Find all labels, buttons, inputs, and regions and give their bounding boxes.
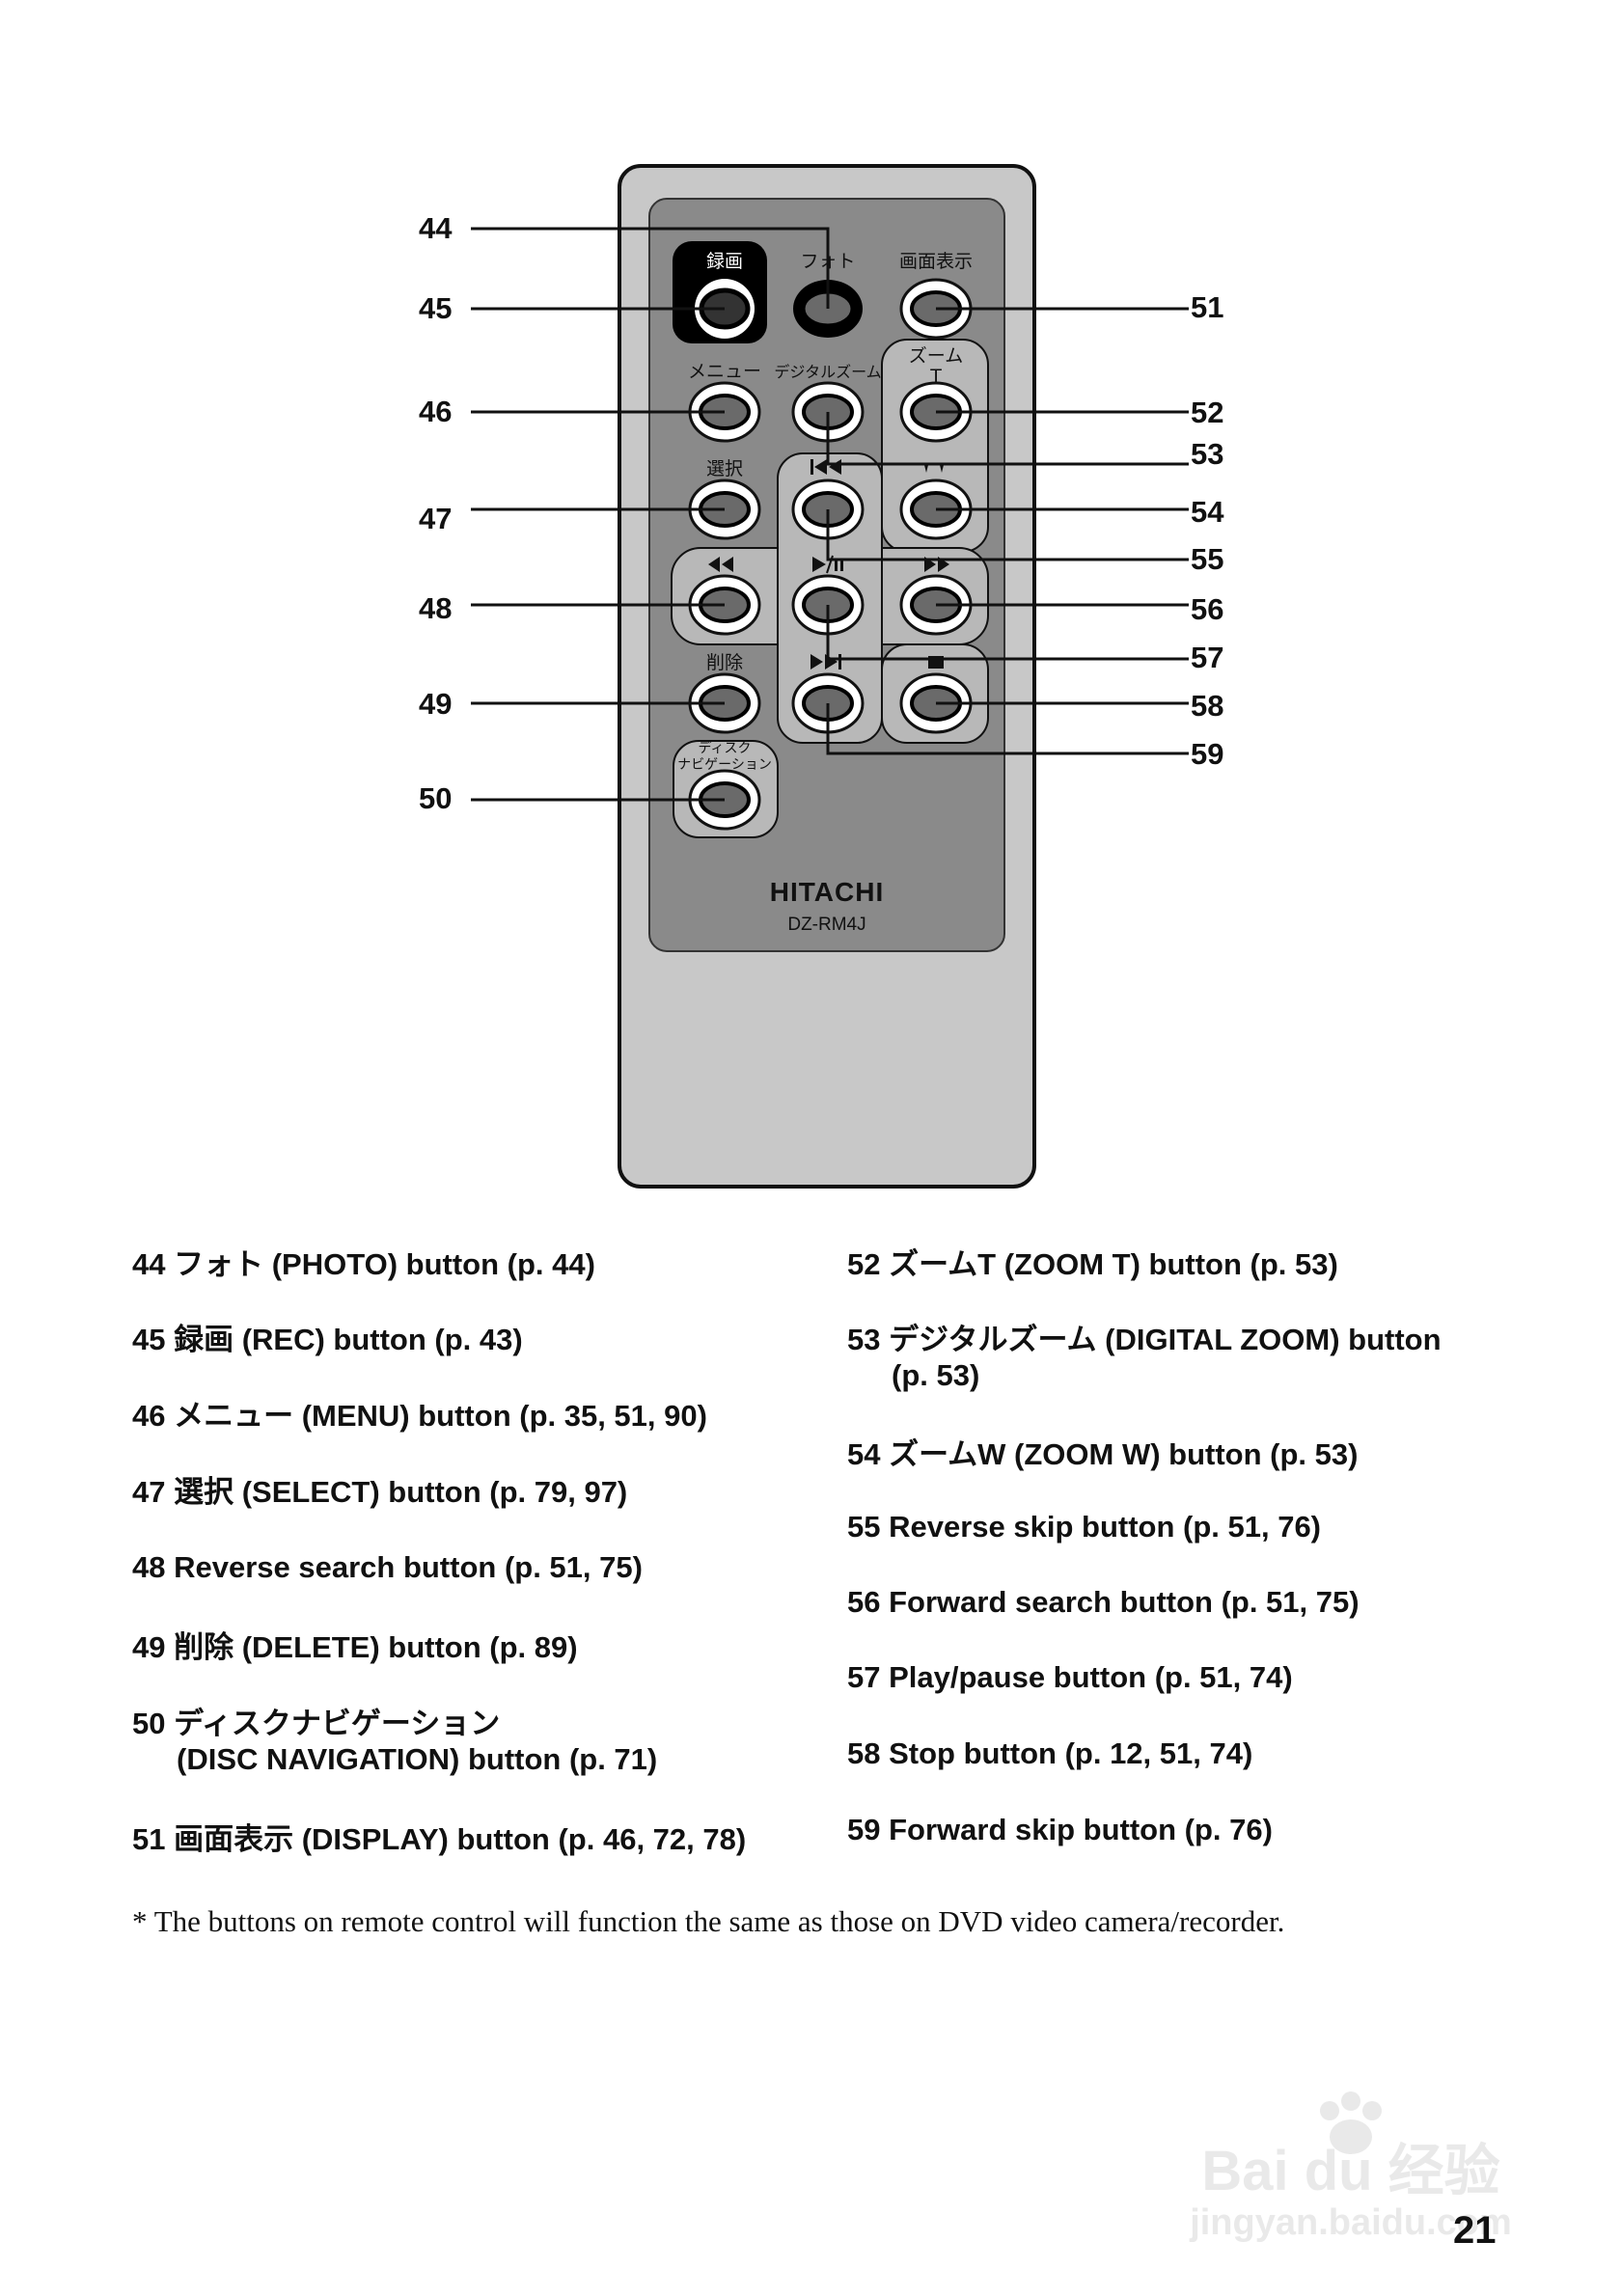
legend-item-54: 54 ズームW (ZOOM W) button (p. 53) [847,1437,1359,1471]
watermark-line2: jingyan.baidu.com [1189,2202,1512,2243]
callout-55: 55 [1191,542,1223,576]
legend-item-53: 53 デジタルズーム (DIGITAL ZOOM) button (p. 53) [847,1322,1523,1393]
callout-58: 58 [1191,689,1223,723]
select-label: 選択 [706,458,743,479]
menu-label: メニュー [688,361,761,382]
disc-nav-label-line1: ディスク [698,740,751,756]
legend-item-55: 55 Reverse skip button (p. 51, 76) [847,1510,1322,1544]
callout-49: 49 [419,687,452,721]
zoom-label: ズーム [909,345,963,367]
callout-46: 46 [419,395,452,428]
model-number: DZ-RM4J [787,915,865,935]
leader-lines-left [471,227,830,802]
zoom-w-symbol-icon [924,465,944,473]
footnote: * The buttons on remote control will fun… [132,1904,1285,1938]
delete-label: 削除 [706,652,743,673]
digital-zoom-label: デジタルズーム [774,363,881,381]
legend-item-52: 52 ズームT (ZOOM T) button (p. 53) [847,1247,1338,1281]
legend-item-58: 58 Stop button (p. 12, 51, 74) [847,1736,1253,1770]
paw-icon [1320,2091,1382,2154]
brand-logo: HITACHI [770,877,884,907]
watermark-line1: Bai du 经验 [1201,2140,1499,2202]
callout-44: 44 [419,211,453,245]
callout-48: 48 [419,591,452,625]
legend-item-50-line1: 50 ディスクナビゲーション [132,1707,501,1740]
legend-item-44: 44 フォト (PHOTO) button (p. 44) [132,1247,595,1281]
legend-item-49: 49 削除 (DELETE) button (p. 89) [132,1630,578,1664]
legend-item-51: 51 画面表示 (DISPLAY) button (p. 46, 72, 78) [132,1822,747,1856]
callout-53: 53 [1191,437,1223,471]
legend-item-56: 56 Forward search button (p. 51, 75) [847,1585,1360,1619]
legend-item-57: 57 Play/pause button (p. 51, 74) [847,1660,1293,1694]
callout-50: 50 [419,781,452,815]
baidu-watermark: Bai du 经验 jingyan.baidu.com [1189,2091,1512,2243]
callout-47: 47 [419,502,452,535]
leader-lines-right [826,307,1189,755]
callout-51: 51 [1191,290,1223,324]
legend-item-50: 50 ディスクナビゲーション (DISC NAVIGATION) button … [132,1706,827,1777]
callout-54: 54 [1191,495,1224,529]
callout-52: 52 [1191,396,1223,429]
legend-item-48: 48 Reverse search button (p. 51, 75) [132,1550,643,1584]
page-number: 21 [1453,2209,1497,2252]
legend-item-46: 46 メニュー (MENU) button (p. 35, 51, 90) [132,1399,707,1433]
legend-item-53-line2: (p. 53) [892,1358,980,1392]
callout-59: 59 [1191,737,1223,771]
remote-control-diagram: 録画 フォト 画面表示 メニュー デジタルズーム ズーム T 選択 削除 ディス… [419,164,1224,1189]
legend-item-59: 59 Forward skip button (p. 76) [847,1813,1273,1846]
legend-item-45: 45 録画 (REC) button (p. 43) [132,1323,523,1356]
display-label: 画面表示 [899,251,973,272]
legend-item-50-line2: (DISC NAVIGATION) button (p. 71) [177,1742,658,1776]
zoom-t-label: T [929,366,942,387]
callout-56: 56 [1191,592,1223,626]
disc-nav-label-line2: ナビゲーション [677,757,772,773]
callout-45: 45 [419,291,452,325]
legend-item-47: 47 選択 (SELECT) button (p. 79, 97) [132,1475,628,1509]
rec-label: 録画 [706,251,743,272]
legend-item-53-line1: 53 デジタルズーム (DIGITAL ZOOM) button [847,1323,1442,1356]
callout-57: 57 [1191,641,1223,674]
reverse-search-symbol-icon [708,557,733,572]
